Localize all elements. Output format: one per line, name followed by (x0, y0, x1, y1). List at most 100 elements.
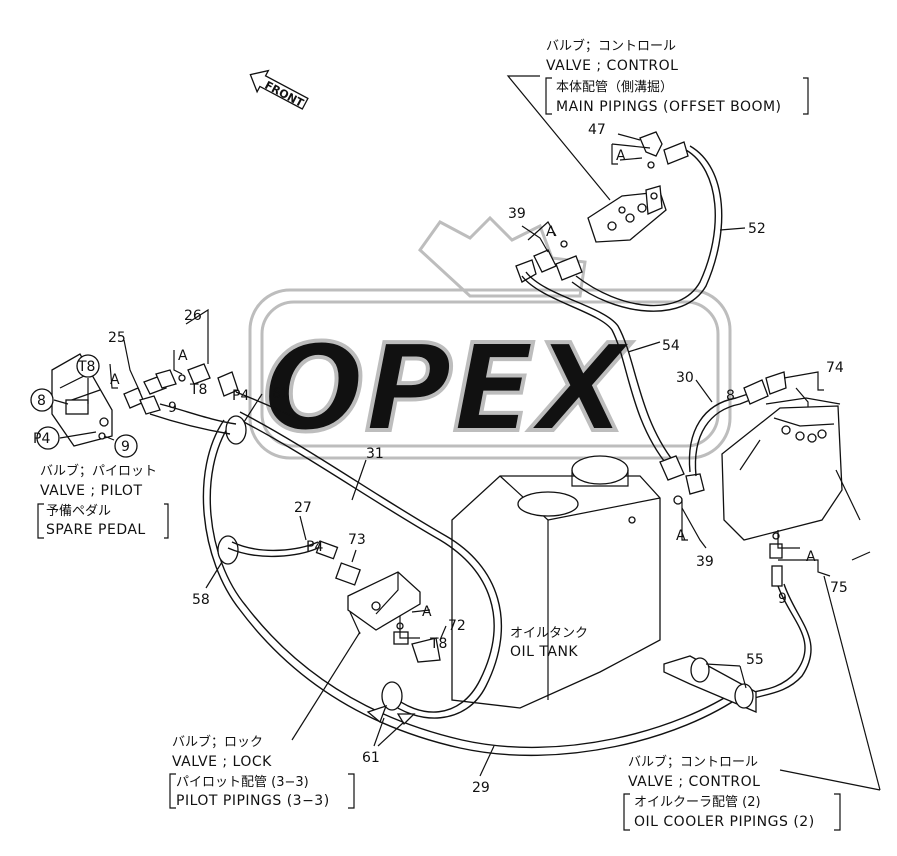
leader-54 (627, 341, 661, 353)
circled-labels: T8 8 P4 9 (30, 354, 138, 458)
port-label-a-26: A (178, 348, 188, 364)
part-label-30: 30 (676, 370, 694, 386)
part-label-61-upper: 61 (272, 386, 290, 402)
lock-valve (315, 540, 421, 635)
port-label-p4-27: P4 (306, 539, 323, 555)
pilot-valve-spare-pedal (51, 353, 113, 447)
front-arrow-label: FRONT (263, 79, 307, 110)
fitting-75 (769, 530, 881, 791)
callout-cooler-jp-sub: オイルクーラ配管 (2) (634, 795, 761, 810)
leader-29 (479, 745, 495, 777)
part-label-75: 75 (830, 580, 848, 596)
front-arrow-icon: FRONT (249, 69, 309, 110)
part-label-55: 55 (746, 652, 764, 668)
leader-27 (299, 515, 307, 541)
hose-54 (521, 275, 669, 467)
part-label-9-right: 9 (778, 591, 787, 607)
hose-p4-left (149, 413, 231, 435)
port-label-a-top: A (616, 148, 626, 164)
port-label-a-39-lower: A (676, 528, 686, 544)
hose-54-outer (525, 271, 675, 463)
leader-31 (351, 459, 367, 501)
watermark-text: OPEX (263, 320, 633, 459)
callout-lock-en-title: VALVE ; LOCK (172, 754, 272, 770)
callout-control-valve-main: バルブ；コントロール VALVE ; CONTROL 本体配管（側溝掘） MAI… (506, 38, 809, 201)
hose-9-right-outer (747, 583, 812, 701)
part-label-73: 73 (348, 532, 366, 548)
hose-29 (202, 419, 745, 757)
oil-tank-label-jp: オイルタンク (510, 626, 588, 641)
callout-top-jp-sub: 本体配管（側溝掘） (556, 80, 673, 95)
clamps-55 (663, 655, 757, 713)
hose-t8-left (235, 391, 301, 421)
callout-cooler-en-sub: OIL COOLER PIPINGS (2) (634, 814, 815, 830)
part-label-54: 54 (662, 338, 680, 354)
leader-52 (719, 227, 746, 231)
fittings-25-26 (109, 308, 239, 415)
callout-lock-en-sub: PILOT PIPINGS (3−3) (176, 793, 330, 809)
part-label-39-top: 39 (508, 206, 526, 222)
hose-30 (688, 393, 749, 473)
port-label-a-72: A (422, 604, 432, 620)
part-label-8-right: 8 (726, 388, 735, 404)
oil-tank: オイルタンク OIL TANK (451, 455, 661, 709)
circled-label-t8: T8 (77, 359, 95, 375)
callout-pilot-jp-sub: 予備ペダル (46, 503, 111, 519)
hose-52 (575, 149, 716, 307)
callout-lock-jp-title: バルブ；ロック (172, 734, 263, 750)
part-label-61-lower: 61 (362, 750, 380, 766)
oil-tank-label-en: OIL TANK (510, 644, 578, 660)
circled-label-p4: P4 (33, 431, 50, 447)
fitting-39-lower (673, 473, 707, 549)
part-label-74: 74 (826, 360, 844, 376)
watermark: OPEX (248, 215, 732, 461)
callout-top-en-title: VALVE ; CONTROL (546, 58, 678, 74)
callout-lock-valve: バルブ；ロック VALVE ; LOCK パイロット配管 (3−3) PILOT… (169, 631, 361, 809)
callout-cooler-en-title: VALVE ; CONTROL (628, 774, 760, 790)
callout-oil-cooler: バルブ；コントロール VALVE ; CONTROL オイルクーラ配管 (2) … (623, 754, 881, 831)
hose-31 (235, 417, 495, 713)
part-label-47: 47 (588, 122, 606, 138)
callout-top-jp-title: バルブ；コントロール (546, 38, 676, 54)
fitting-72 (393, 609, 447, 663)
fitting-74 (743, 371, 824, 408)
callout-pilot-jp-title: バルブ；パイロット (40, 463, 157, 479)
hose-27 (227, 547, 319, 558)
control-valve-right (721, 397, 871, 561)
part-label-39-lower: 39 (696, 554, 714, 570)
hose-29-outer (209, 423, 741, 749)
part-label-31: 31 (366, 446, 384, 462)
callout-lock-jp-sub: パイロット配管 (3−3) (176, 775, 309, 790)
watermark-gear-icon (418, 215, 587, 298)
callout-pilot-en-sub: SPARE PEDAL (46, 522, 146, 538)
callout-pilot-valve: バルブ；パイロット VALVE ; PILOT 予備ペダル SPARE PEDA… (37, 463, 169, 539)
circled-label-8: 8 (37, 393, 46, 409)
port-label-a-39: A (546, 224, 556, 240)
watermark-frame (248, 288, 732, 460)
circled-label-9: 9 (121, 439, 130, 455)
port-label-p4-61: P4 (232, 388, 249, 404)
part-label-27: 27 (294, 500, 312, 516)
port-labels: A A A A A A A T8 T8 P4 P4 9 (110, 148, 816, 652)
fitting-47 (611, 131, 689, 169)
part-label-26: 26 (184, 308, 202, 324)
callout-top-en-sub: MAIN PIPINGS (OFFSET BOOM) (556, 99, 782, 115)
hose-30-outer (694, 399, 751, 477)
leader-30 (695, 379, 713, 403)
part-label-58: 58 (192, 592, 210, 608)
port-label-a-25: A (110, 372, 120, 388)
part-label-52: 52 (748, 221, 766, 237)
watermark-inner-frame (260, 300, 720, 448)
clamp-61-lower (366, 681, 416, 747)
control-valve-top (587, 185, 667, 243)
part-label-25: 25 (108, 330, 126, 346)
hose-27-outer (231, 541, 319, 552)
callout-cooler-jp-title: バルブ；コントロール (628, 754, 758, 770)
fitting-54-end (659, 455, 685, 481)
port-label-a-75: A (806, 549, 816, 565)
part-label-72: 72 (448, 618, 466, 634)
port-label-t8-72: T8 (429, 636, 447, 652)
hose-52-outer (571, 145, 723, 312)
port-label-t8-26: T8 (189, 382, 207, 398)
